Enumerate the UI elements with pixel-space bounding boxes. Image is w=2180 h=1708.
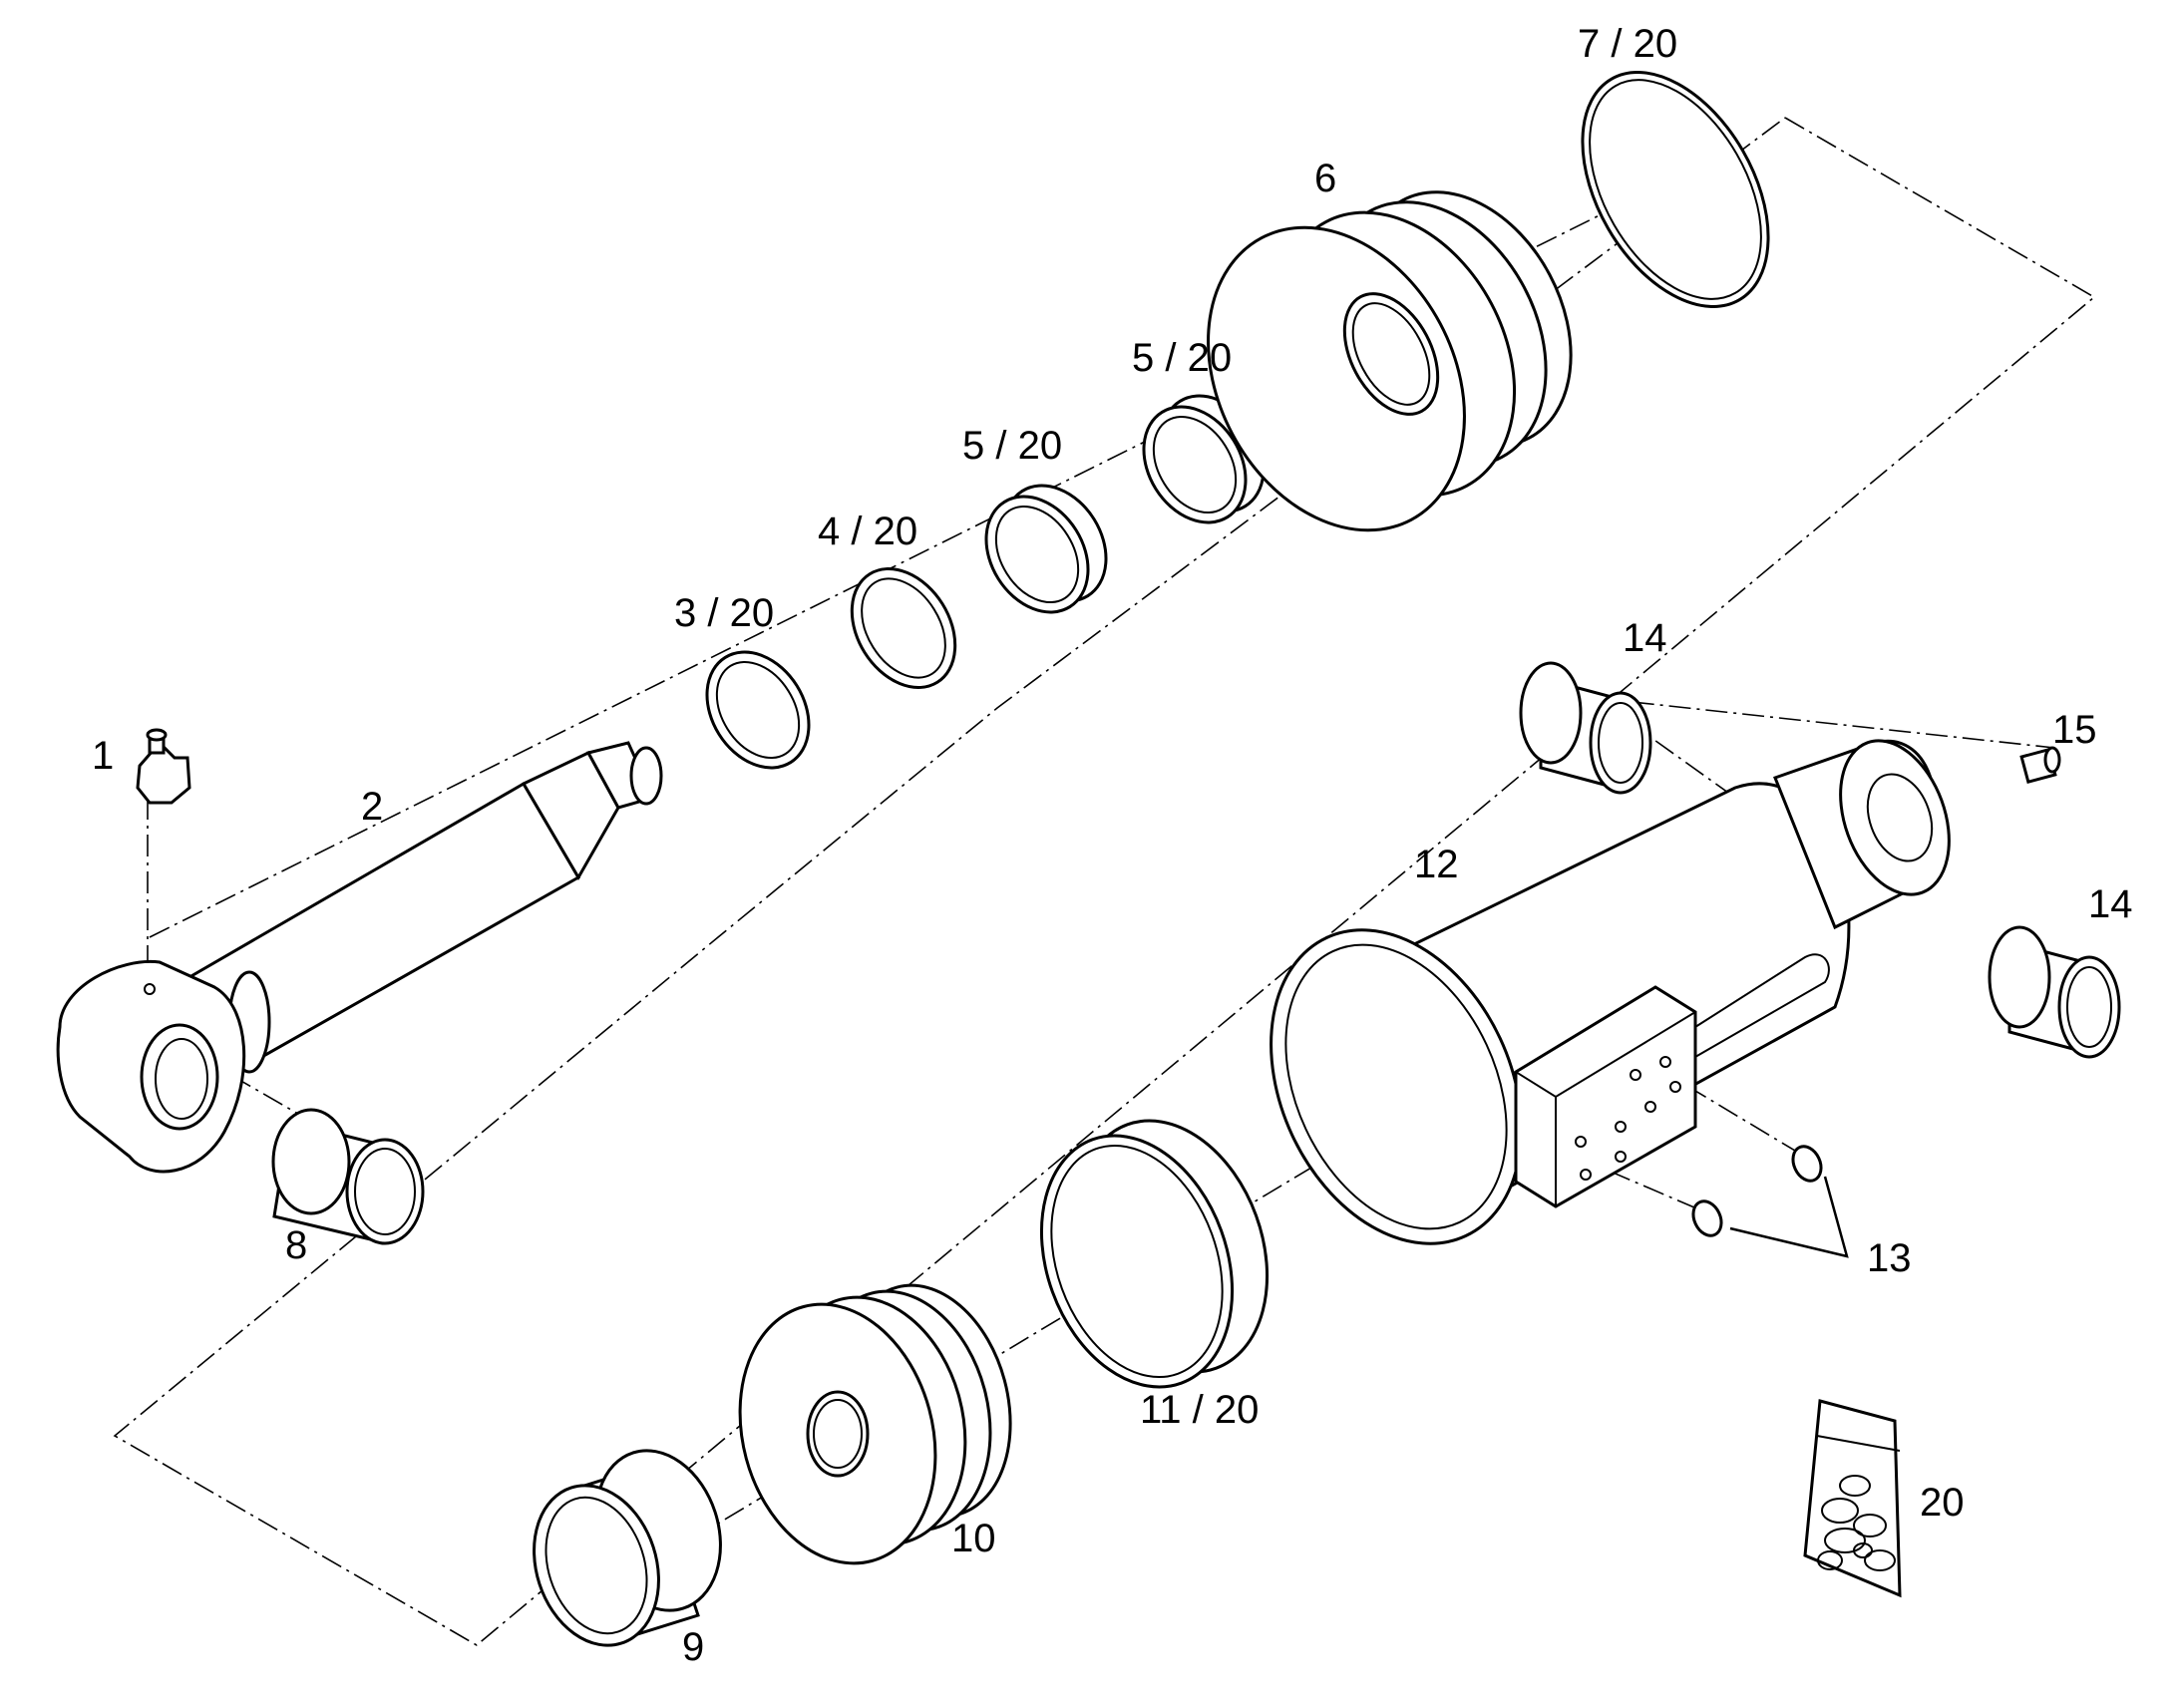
callout-7: 7 / 20 [1578,22,1677,66]
callout-2: 2 [361,785,383,829]
part-piston-seal-11[interactable] [1008,1094,1300,1414]
callout-11: 11 / 20 [1140,1388,1259,1432]
callout-8: 8 [285,1223,307,1267]
assembly-outline [113,117,2096,1646]
part-piston[interactable] [712,1266,1035,1585]
callout-labels: 1 2 3 / 20 4 / 20 5 / 20 5 / 20 6 7 / 20… [92,22,2133,1669]
callout-5a: 5 / 20 [962,424,1062,468]
callout-15: 15 [2052,708,2097,752]
callout-1: 1 [92,734,114,778]
part-bushing-14b[interactable] [1988,925,2121,1059]
part-cylinder-barrel[interactable] [1223,726,1969,1284]
callout-20: 20 [1920,1481,1965,1525]
callout-4: 4 / 20 [818,510,917,553]
callout-14b: 14 [2088,882,2133,926]
part-piston-rod[interactable] [56,741,663,1174]
part-seal-ring-3[interactable] [686,633,830,787]
callout-10: 10 [951,1517,996,1560]
part-bushing-9[interactable] [515,1434,741,1661]
callout-12: 12 [1414,843,1459,886]
callout-13: 13 [1867,1236,1912,1280]
callout-14a: 14 [1623,616,1667,660]
callout-6: 6 [1314,157,1336,200]
part-seal-kit-bag[interactable] [1803,1399,1902,1598]
part-bushing-14a[interactable] [1519,661,1652,795]
part-o-rings-13[interactable] [1688,1142,1849,1258]
part-guide-ring-5a[interactable] [965,467,1127,631]
part-bushing-8[interactable] [271,1108,425,1245]
part-grease-nipple[interactable] [136,728,191,805]
callout-5b: 5 / 20 [1132,336,1232,380]
callout-3: 3 / 20 [674,591,774,635]
part-gland-head[interactable] [1158,156,1614,574]
callout-9: 9 [682,1625,704,1669]
part-seal-ring-4[interactable] [831,549,976,706]
part-o-ring-7[interactable] [1544,40,1806,339]
part-plug-15[interactable] [2019,746,2061,785]
